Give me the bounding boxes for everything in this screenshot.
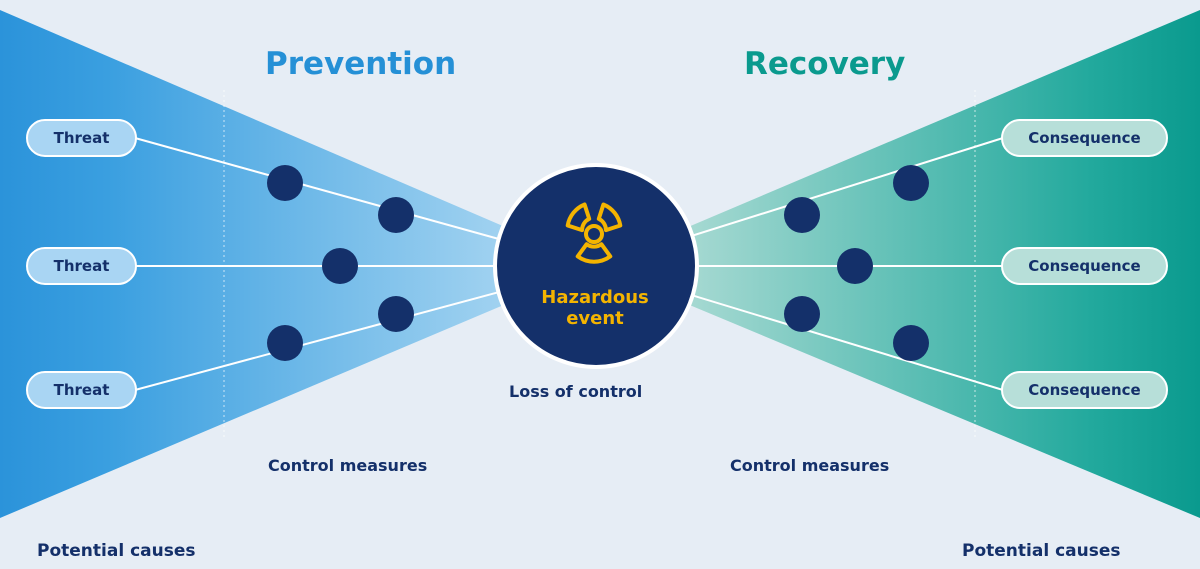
prevention-title: Prevention — [265, 46, 457, 82]
prevention-wedge — [0, 10, 596, 518]
control-node — [378, 197, 414, 233]
control-node — [784, 296, 820, 332]
control-node — [784, 197, 820, 233]
hazardous-event-label: Hazardous event — [541, 287, 649, 329]
control-node — [893, 325, 929, 361]
prevention-potential-causes-label: Potential causes — [37, 541, 196, 561]
control-node — [267, 165, 303, 201]
recovery-control-measures-label: Control measures — [730, 456, 890, 475]
consequence-box: Consequence — [1001, 119, 1168, 157]
recovery-potential-causes-label: Potential causes — [962, 541, 1121, 561]
threat-box: Threat — [26, 119, 137, 157]
prevention-control-measures-label: Control measures — [268, 456, 428, 475]
control-node — [267, 325, 303, 361]
control-node — [378, 296, 414, 332]
consequence-box: Consequence — [1001, 247, 1168, 285]
radiation-icon — [565, 202, 623, 264]
control-node — [322, 248, 358, 284]
hazardous-event-circle — [493, 163, 699, 369]
control-node — [837, 248, 873, 284]
threat-box: Threat — [26, 247, 137, 285]
loss-of-control-label: Loss of control — [509, 382, 643, 401]
consequence-box: Consequence — [1001, 371, 1168, 409]
control-node — [893, 165, 929, 201]
recovery-title: Recovery — [744, 46, 906, 82]
threat-box: Threat — [26, 371, 137, 409]
